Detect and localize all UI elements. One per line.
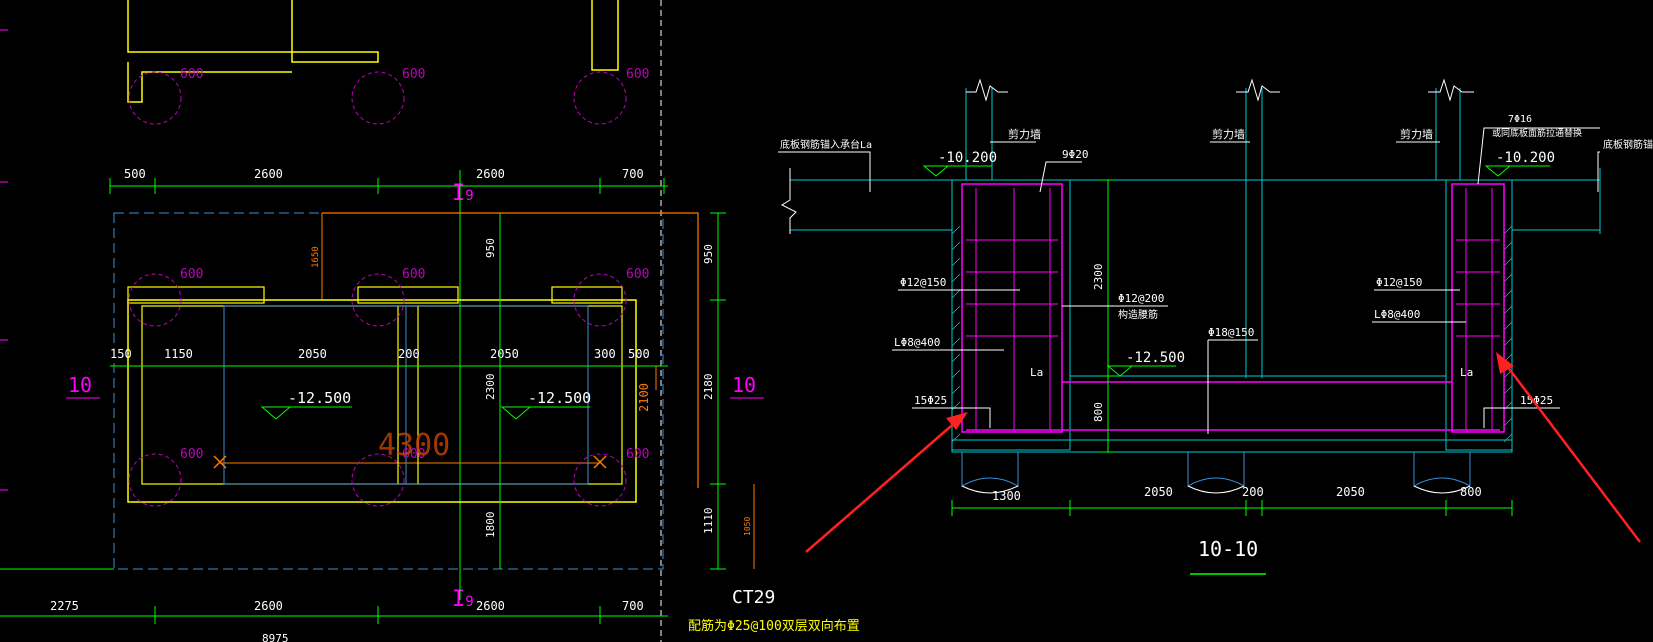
dim-top-2: 2600 bbox=[476, 167, 505, 181]
vert-right-2: 1110 bbox=[702, 508, 715, 535]
rebar-mid-note: 构造腰筋 bbox=[1118, 308, 1158, 321]
dim-mid-5: 300 bbox=[594, 347, 616, 361]
pile-label: 600 bbox=[626, 267, 649, 282]
wall-stub bbox=[551, 286, 623, 304]
plan-elev-right: -12.500 bbox=[528, 389, 591, 407]
section-view: 剪力墙 剪力墙 剪力墙 底板钢筋锚入承台La 底板钢筋锚入承台La -10.20… bbox=[778, 78, 1653, 575]
dim-top-1: 2600 bbox=[254, 167, 283, 181]
pile-circle bbox=[128, 453, 182, 507]
rebar-top: 9Φ20 bbox=[1062, 148, 1089, 161]
la-left: La bbox=[1030, 366, 1043, 379]
dim-top-0: 500 bbox=[124, 167, 146, 181]
sec-bottom-1: 2050 bbox=[1144, 485, 1173, 499]
pile-circle bbox=[128, 273, 182, 327]
pile-circle bbox=[128, 71, 182, 125]
rebar-mid2: Φ18@150 bbox=[1208, 326, 1254, 339]
rebar-right-1: Φ12@150 bbox=[1376, 276, 1422, 289]
section-mark-left: 10 bbox=[68, 373, 92, 397]
pile-label: 600 bbox=[402, 67, 425, 82]
dim-mid-6: 500 bbox=[628, 347, 650, 361]
dim-bottom-1: 2600 bbox=[254, 599, 283, 613]
rebar-left-2: LΦ8@400 bbox=[894, 336, 940, 349]
left-note: 底板钢筋锚入承台La bbox=[780, 138, 872, 151]
wall-outline-top-left bbox=[127, 62, 292, 103]
pile-label: 600 bbox=[402, 267, 425, 282]
rebar-cage-left bbox=[961, 183, 1063, 433]
pile-label: 600 bbox=[180, 447, 203, 462]
cap-name: CT29 bbox=[732, 587, 775, 608]
rebar-left-1: Φ12@150 bbox=[900, 276, 946, 289]
section-mark-right: 10 bbox=[732, 373, 756, 397]
pile-label: 600 bbox=[180, 67, 203, 82]
wall-outline-top bbox=[127, 0, 379, 63]
vert-center-2: 1800 bbox=[484, 512, 497, 539]
pile-circle bbox=[573, 453, 627, 507]
sec-bottom-3: 2050 bbox=[1336, 485, 1365, 499]
dim-mid-3: 200 bbox=[398, 347, 420, 361]
axis-mark-top: I9 bbox=[452, 181, 474, 206]
wall-label-3: 剪力墙 bbox=[1400, 127, 1433, 141]
pile-circle bbox=[351, 71, 405, 125]
sec-dim-vert-1: 2300 bbox=[1092, 264, 1105, 291]
cap-outline-outer bbox=[127, 299, 637, 503]
vert-center-0: 950 bbox=[484, 238, 497, 258]
wall-stub bbox=[127, 286, 265, 304]
sec-bottom-2: 200 bbox=[1242, 485, 1264, 499]
orange-outline bbox=[322, 212, 699, 488]
dim-total-bottom: 8975 bbox=[262, 632, 289, 642]
small-vert-label: 1650 bbox=[311, 246, 321, 268]
dim-mid-1: 1150 bbox=[164, 347, 193, 361]
rebar-right-top-note: 或同底板面筋拉通替换 bbox=[1492, 127, 1582, 139]
pile-circle bbox=[351, 453, 405, 507]
sec-bottom-0: 1300 bbox=[992, 489, 1021, 503]
right-note: 底板钢筋锚入承台La bbox=[1603, 138, 1653, 151]
rebar-cage-right bbox=[1451, 183, 1505, 433]
sec-bottom-4: 800 bbox=[1460, 485, 1482, 499]
wall-label-2: 剪力墙 bbox=[1212, 127, 1245, 141]
top-elev-right: -10.200 bbox=[1496, 150, 1555, 166]
mid-elev: -12.500 bbox=[1126, 350, 1185, 366]
vert-right-1: 2180 bbox=[702, 374, 715, 401]
dim-top-3: 700 bbox=[622, 167, 644, 181]
rebar-mid: Φ12@200 bbox=[1118, 292, 1164, 305]
small-vert-3: 1050 bbox=[743, 517, 752, 536]
wall-outline-top-right bbox=[591, 0, 619, 71]
plan-view: 600 600 600 500 2600 2600 700 I9 I9 1650 bbox=[0, 0, 860, 642]
pile-label: 600 bbox=[626, 67, 649, 82]
dim-bottom-3: 700 bbox=[622, 599, 644, 613]
pile-label: 600 bbox=[180, 267, 203, 282]
big-dim-label: 4300 bbox=[378, 428, 450, 463]
dim-mid-0: 150 bbox=[110, 347, 132, 361]
pile-circle bbox=[351, 273, 405, 327]
wall-label-1: 剪力墙 bbox=[1008, 127, 1041, 141]
small-vert-2: 2100 bbox=[637, 383, 651, 412]
rebar-right-top: 7Φ16 bbox=[1508, 114, 1532, 125]
dim-bottom-0: 2275 bbox=[50, 599, 79, 613]
red-arrow-right bbox=[1496, 352, 1641, 543]
pile-circle bbox=[573, 273, 627, 327]
rebar-left-3: 15Φ25 bbox=[914, 394, 947, 407]
pile-label: 600 bbox=[626, 447, 649, 462]
wall-stub bbox=[357, 286, 459, 304]
sec-dim-vert-2: 800 bbox=[1092, 402, 1105, 422]
dim-bottom-2: 2600 bbox=[476, 599, 505, 613]
dim-mid-4: 2050 bbox=[490, 347, 519, 361]
axis-mark-bottom: I9 bbox=[452, 587, 474, 612]
section-title: 10-10 bbox=[1198, 537, 1258, 561]
dim-mid-2: 2050 bbox=[298, 347, 327, 361]
la-right: La bbox=[1460, 366, 1473, 379]
pile-label: 600 bbox=[402, 447, 425, 462]
top-elev-left: -10.200 bbox=[938, 150, 997, 166]
red-arrow-left bbox=[805, 412, 968, 553]
rebar-right-2: LΦ8@400 bbox=[1374, 308, 1420, 321]
vert-center-1: 2300 bbox=[484, 374, 497, 401]
rebar-right-3: 15Φ25 bbox=[1520, 394, 1553, 407]
plan-elev-left: -12.500 bbox=[288, 389, 351, 407]
pile-circle bbox=[573, 71, 627, 125]
vert-right-0: 950 bbox=[702, 244, 715, 264]
cap-note: 配筋为Φ25@100双层双向布置 bbox=[688, 618, 860, 634]
